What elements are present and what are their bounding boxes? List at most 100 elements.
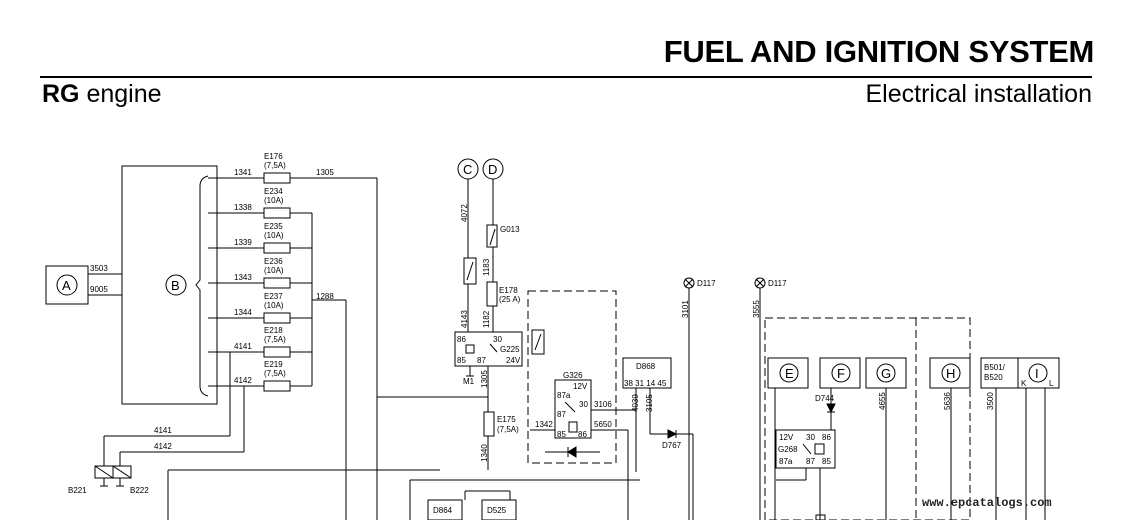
svg-text:G: G: [881, 366, 891, 381]
fuse-rating: (7,5A): [497, 425, 519, 434]
title-rule: [40, 76, 1092, 78]
dashed-box-g326: [527, 290, 617, 464]
svg-text:I: I: [1035, 366, 1039, 381]
fuse-id: E237: [264, 292, 283, 301]
component-a-box: [45, 265, 89, 305]
svg-text:K: K: [1021, 379, 1027, 388]
svg-text:87a: 87a: [557, 391, 571, 400]
svg-text:12V: 12V: [573, 382, 588, 391]
wire-label: 1344: [234, 308, 252, 317]
svg-text:87: 87: [806, 457, 815, 466]
component-b501-box: [980, 357, 1060, 389]
fuse-rating: (10A): [264, 301, 284, 310]
component-e-box: [767, 357, 809, 389]
svg-text:5636: 5636: [943, 392, 952, 410]
wire-label: 4141: [234, 342, 252, 351]
component-d525: [481, 499, 517, 520]
svg-text:E: E: [785, 366, 794, 381]
engine-code: RG: [42, 80, 80, 108]
svg-text:87: 87: [477, 356, 486, 365]
svg-text:4655: 4655: [878, 392, 887, 410]
wire-label: 4142: [154, 442, 172, 451]
component-c-label: C: [463, 162, 472, 177]
wire-label: 1182: [482, 310, 491, 328]
component-label: G225: [500, 345, 520, 354]
component-b-circle: [165, 274, 187, 296]
fuse-rating: (10A): [264, 266, 284, 275]
svg-text:85: 85: [557, 430, 566, 439]
wire-label: 1341: [234, 168, 252, 177]
svg-text:F: F: [837, 366, 845, 381]
svg-text:38 31 14 45: 38 31 14 45: [624, 379, 667, 388]
fuse-e218: [263, 346, 291, 358]
fuse-id: E234: [264, 187, 283, 196]
fuse-e178: [486, 281, 498, 307]
component-label: G326: [563, 371, 583, 380]
svg-text:5650: 5650: [594, 420, 612, 429]
fuse-e175: [483, 411, 495, 437]
component-f-box: [819, 357, 861, 389]
wire-label: 1305: [316, 168, 334, 177]
valve-b222: [112, 465, 132, 479]
svg-text:87: 87: [557, 410, 566, 419]
svg-text:3101: 3101: [681, 300, 690, 318]
component-d868: [622, 357, 672, 389]
section-label: Electrical installation: [865, 80, 1093, 108]
fuse-rating: (7,5A): [264, 335, 286, 344]
svg-text:1342: 1342: [535, 420, 553, 429]
component-d864: [427, 499, 463, 520]
wire-label: 1343: [234, 273, 252, 282]
switch-c: [463, 257, 477, 285]
svg-text:1340: 1340: [480, 444, 489, 462]
svg-text:30: 30: [579, 400, 588, 409]
svg-text:1305: 1305: [480, 370, 489, 388]
svg-text:D744: D744: [815, 394, 835, 403]
svg-text:3555: 3555: [752, 300, 761, 318]
svg-text:24V: 24V: [506, 356, 521, 365]
component-label: B222: [130, 486, 149, 495]
component-label: B221: [68, 486, 87, 495]
svg-text:D767: D767: [662, 441, 682, 450]
svg-text:3500: 3500: [986, 392, 995, 410]
component-label: M1: [463, 377, 475, 386]
fuse-id: E175: [497, 415, 516, 424]
fuse-rating: (10A): [264, 196, 284, 205]
fuse-e237: [263, 312, 291, 324]
fuse-rating: (7,5A): [264, 161, 286, 170]
svg-text:85: 85: [822, 457, 831, 466]
svg-text:86: 86: [578, 430, 587, 439]
fuse-e236: [263, 277, 291, 289]
wire-label: 1338: [234, 203, 252, 212]
fuse-id: E235: [264, 222, 283, 231]
svg-text:85: 85: [457, 356, 466, 365]
component-h-box: [929, 357, 971, 389]
svg-text:L: L: [1049, 379, 1054, 388]
svg-text:30: 30: [806, 433, 815, 442]
component-a-circle: [56, 274, 78, 296]
fuse-rating: (25 A): [499, 295, 521, 304]
fuse-id: E236: [264, 257, 283, 266]
engine-label: RG engine: [42, 80, 162, 109]
watermark: www.epcatalogs.com: [922, 496, 1052, 510]
engine-word: engine: [86, 80, 162, 108]
fuse-e235: [263, 242, 291, 254]
fuse-id: E176: [264, 152, 283, 161]
wire-label: 1288: [316, 292, 334, 301]
svg-text:3106: 3106: [594, 400, 612, 409]
svg-text:D117: D117: [768, 279, 787, 288]
wire-label: 4072: [460, 204, 469, 222]
component-a-label: A: [62, 278, 71, 293]
wire-label: 1339: [234, 238, 252, 247]
fuse-rating: (10A): [264, 231, 284, 240]
dashed-box-right: [764, 317, 971, 520]
wire-label: 4143: [460, 310, 469, 328]
svg-text:B501/: B501/: [984, 363, 1006, 372]
svg-text:12V: 12V: [779, 433, 794, 442]
svg-text:D868: D868: [636, 362, 656, 371]
wire-label: 4141: [154, 426, 172, 435]
fuse-e176: [263, 172, 291, 184]
wire-label-3503: 3503: [90, 264, 108, 273]
svg-text:D864: D864: [433, 506, 453, 515]
svg-text:G268: G268: [778, 445, 798, 454]
